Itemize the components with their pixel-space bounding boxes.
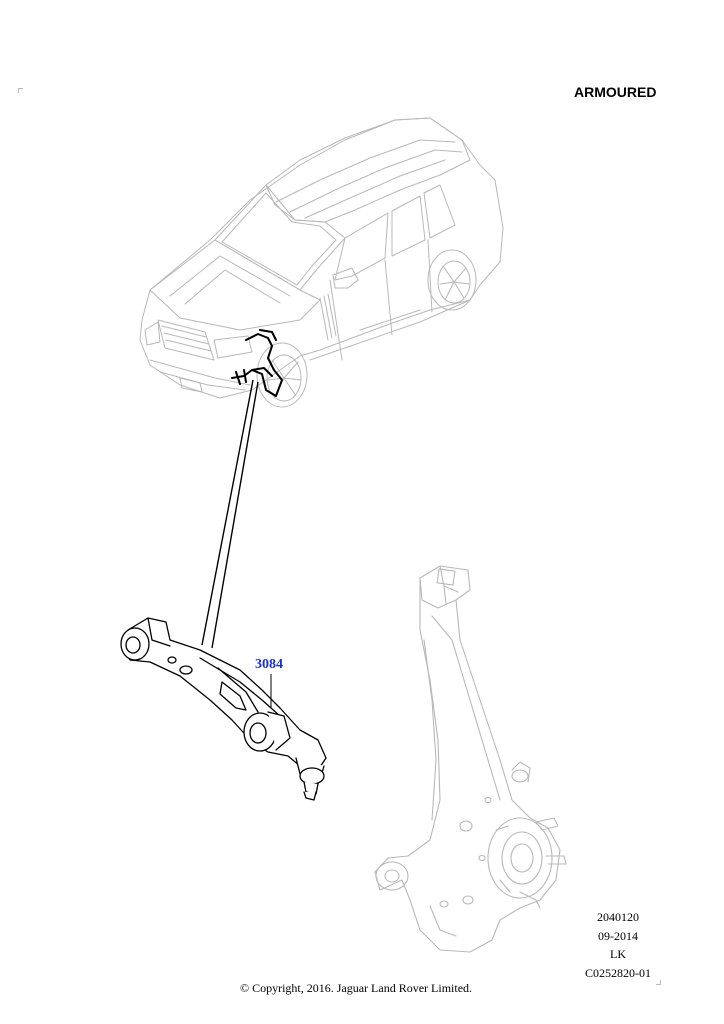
lower-control-arm [120,617,327,801]
variant-label: ARMOURED [574,84,657,100]
reference-line-1: 2040120 [597,910,639,924]
reference-line-2: 09-2014 [598,928,638,943]
reference-block: 2040120 09-2014 LK C0252820-01 [576,908,660,982]
crop-mark-top-left [18,88,23,93]
crop-mark-bottom-right [656,980,661,985]
reference-line-4: C0252820-01 [585,965,651,980]
highlighted-suspension-on-vehicle [231,329,283,397]
part-callout-3084[interactable]: 3084 [255,657,283,672]
vehicle-illustration [139,117,504,408]
reference-line-3: LK [610,947,626,961]
steering-knuckle-illustration [374,565,567,953]
leader-lines [201,379,259,649]
copyright-notice: © Copyright, 2016. Jaguar Land Rover Lim… [239,981,473,995]
